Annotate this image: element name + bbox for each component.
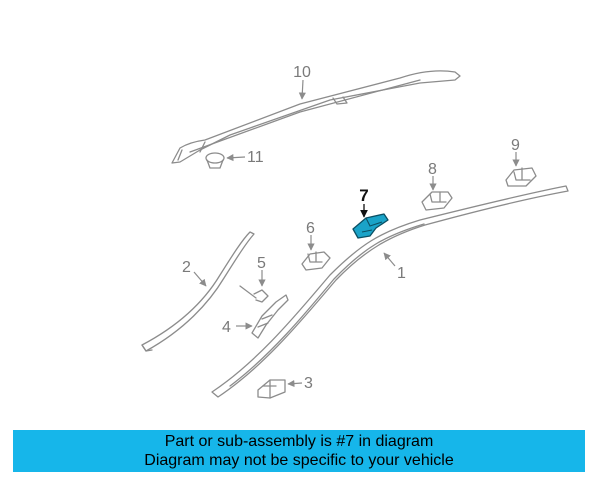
callout-3: 3 xyxy=(304,375,313,392)
callout-11: 11 xyxy=(247,149,264,166)
part-9-end-clip xyxy=(505,167,537,187)
callout-8: 8 xyxy=(428,161,437,178)
part-3-clip xyxy=(257,379,286,399)
part-11-grommet xyxy=(205,152,225,169)
callout-2: 2 xyxy=(182,259,191,276)
callout-5: 5 xyxy=(257,255,266,272)
banner-line-1: Part or sub-assembly is #7 in diagram xyxy=(164,433,434,450)
leader-1 xyxy=(383,252,396,267)
leader-10 xyxy=(298,79,306,100)
leader-3 xyxy=(287,379,303,388)
callout-7: 7 xyxy=(359,186,368,205)
callout-10: 10 xyxy=(293,64,311,81)
part-10-roof-rail xyxy=(171,70,461,164)
leader-2 xyxy=(193,271,207,287)
part-4-bracket xyxy=(251,294,289,339)
part-7-highlighted-clip xyxy=(352,213,389,239)
part-2-pillar-molding xyxy=(141,231,255,352)
part-8-clip xyxy=(421,191,453,211)
callout-6: 6 xyxy=(306,220,315,237)
part-1-roof-molding xyxy=(211,185,569,398)
parts-diagram: 10 11 1 2 3 4 5 6 xyxy=(141,64,569,399)
leader-11 xyxy=(226,154,246,162)
part-6-clip xyxy=(301,251,331,271)
callout-4: 4 xyxy=(222,319,231,336)
info-banner: Part or sub-assembly is #7 in diagram Di… xyxy=(13,430,585,472)
part-5-screw xyxy=(239,285,269,303)
callout-9: 9 xyxy=(511,137,520,154)
banner-line-2: Diagram may not be specific to your vehi… xyxy=(144,452,454,469)
callout-1: 1 xyxy=(397,265,406,282)
